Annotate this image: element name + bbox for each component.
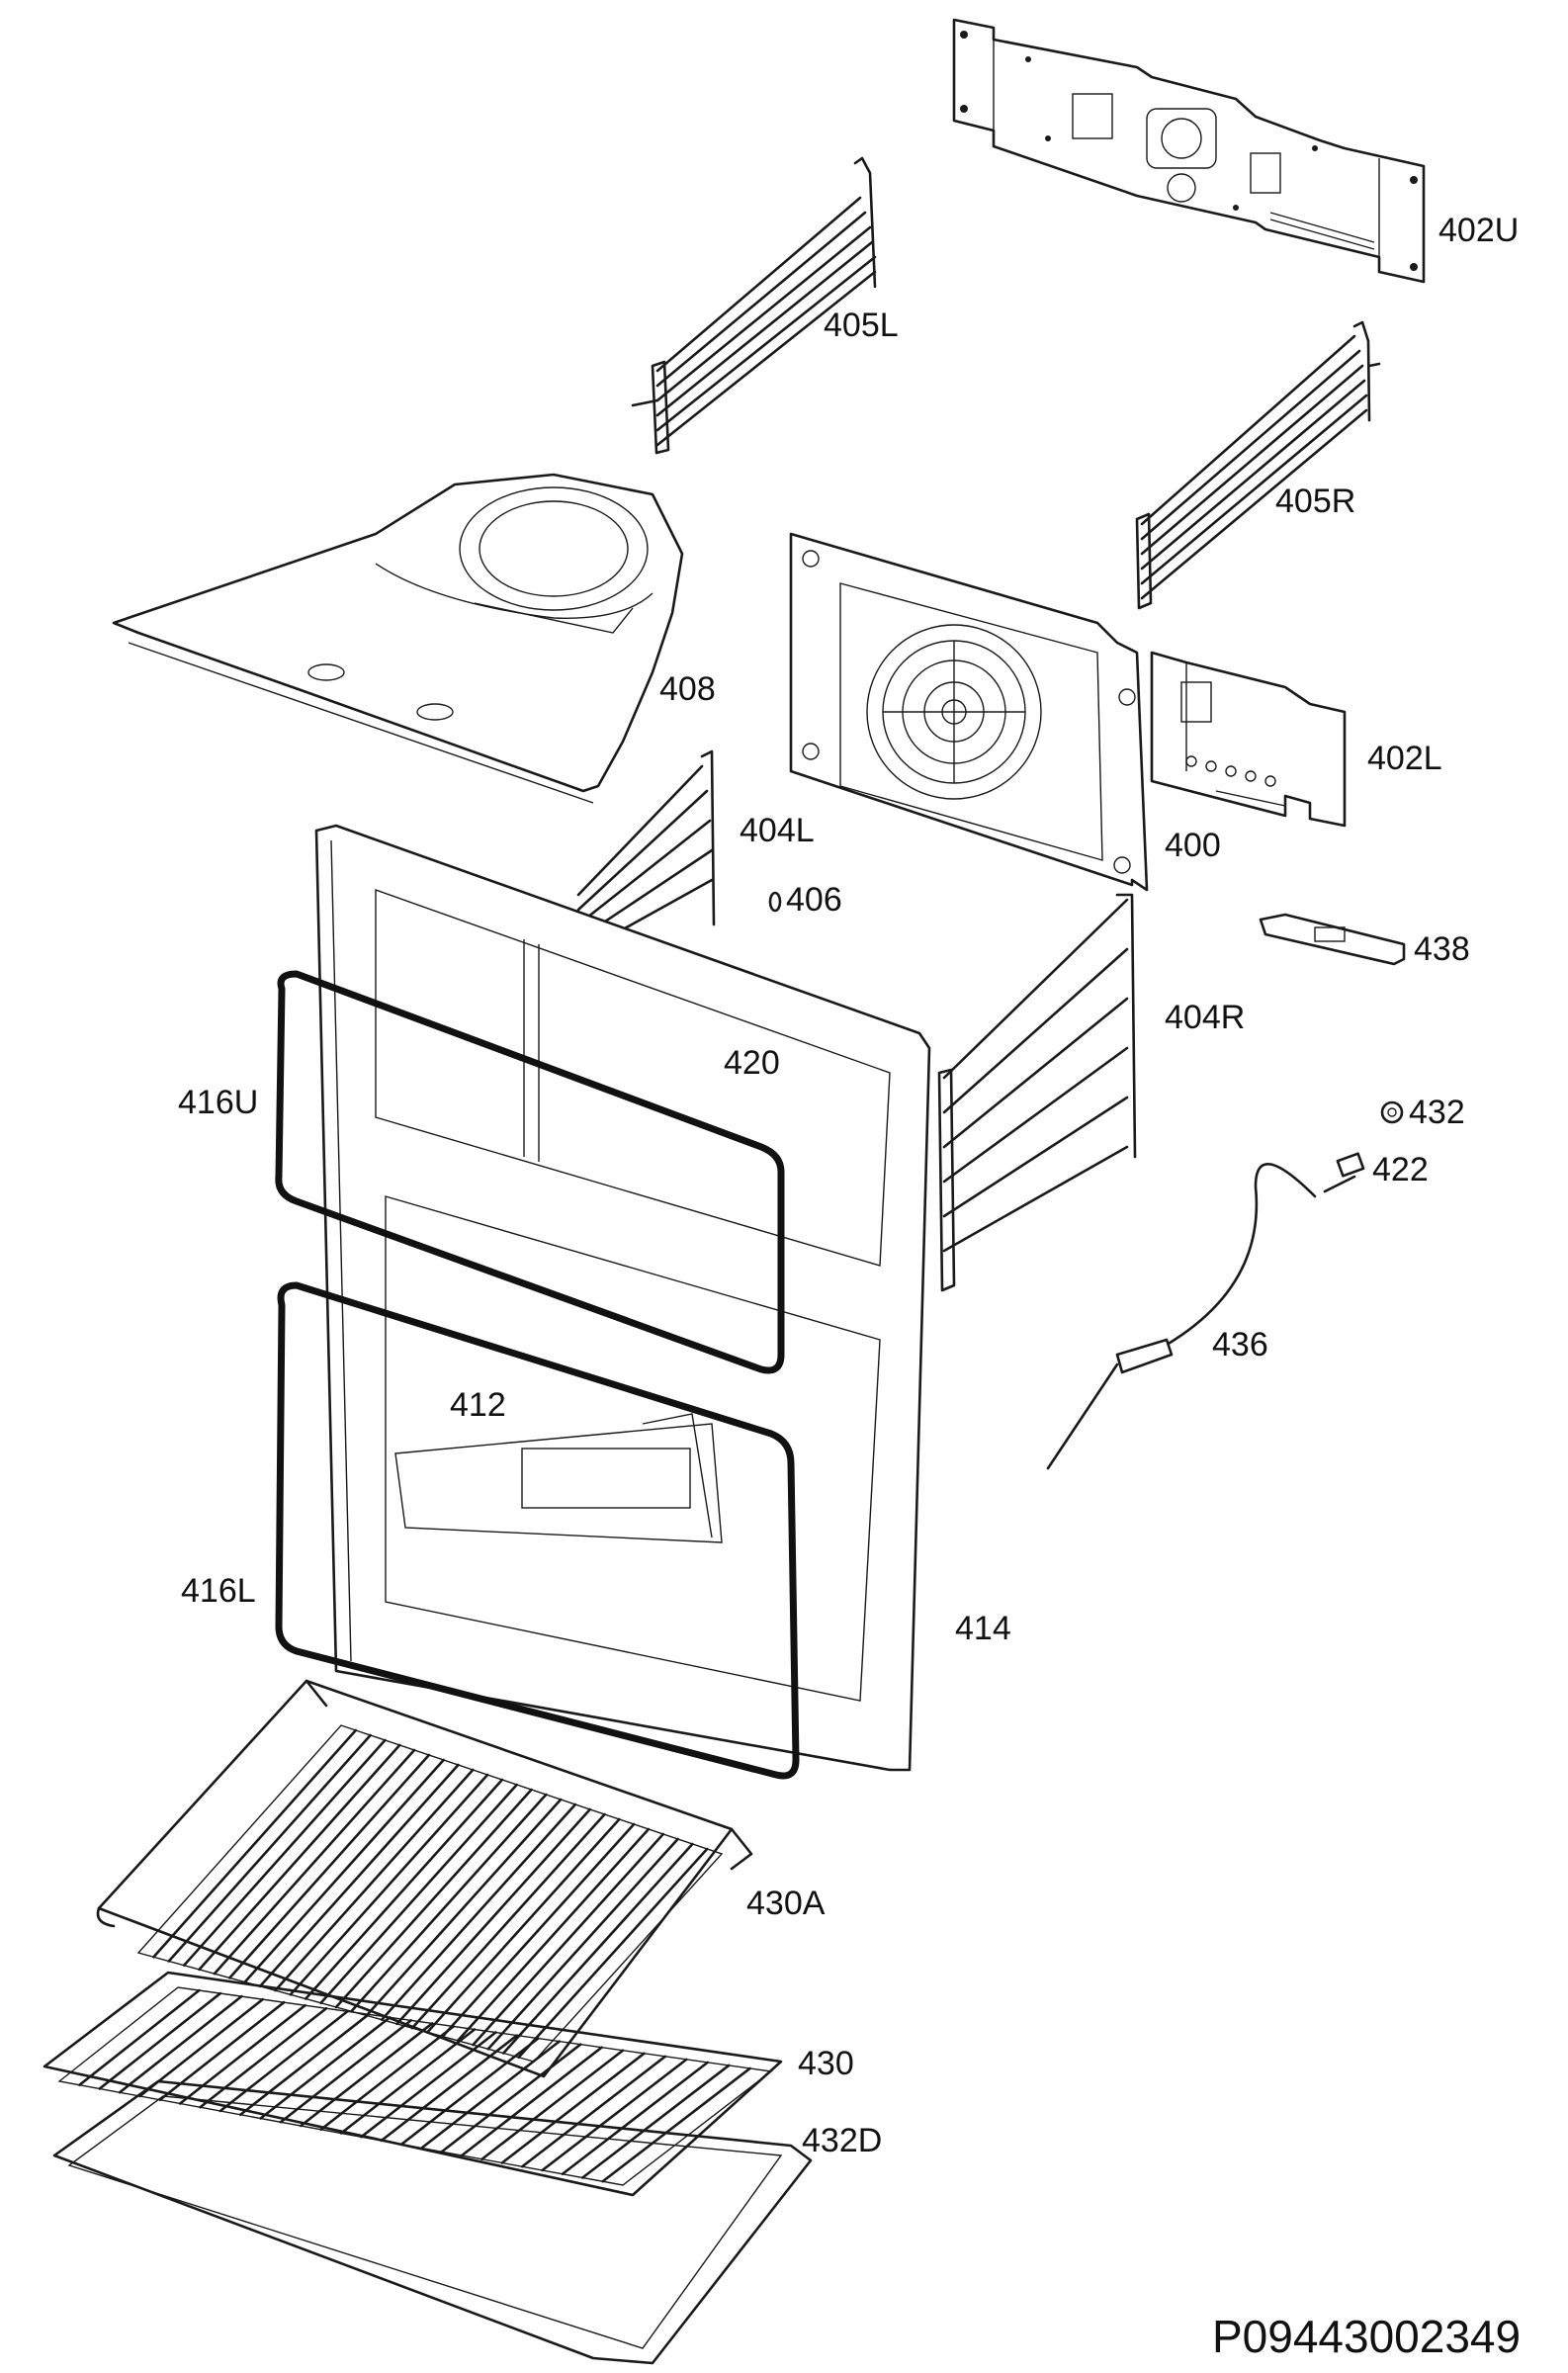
shelf-wire — [319, 2025, 455, 2132]
shelf-wire — [350, 1793, 548, 2013]
shelf-wire — [441, 1822, 636, 2038]
part-436-meat-probe — [1046, 1162, 1356, 1470]
part-430A-wire-shelf — [96, 1679, 753, 2078]
shelf-wire — [365, 1798, 563, 2017]
label-438: 438 — [1414, 930, 1470, 968]
shelf-wire — [360, 2031, 497, 2139]
part-432-knob — [1380, 1100, 1404, 1124]
label-416L: 416L — [181, 1572, 256, 1610]
shelf-wire — [456, 1827, 651, 2043]
shelf-wire — [399, 2037, 540, 2147]
shelf-wire — [138, 1997, 265, 2098]
document-code: P09443002349 — [1212, 2311, 1522, 2362]
label-414: 414 — [955, 1610, 1011, 1647]
shelf-wire — [472, 1832, 665, 2047]
shelf-wire — [520, 2055, 667, 2168]
label-404L: 404L — [740, 812, 815, 849]
shelf-wire — [420, 2040, 562, 2150]
part-402L-lower-bracket — [1150, 651, 1347, 828]
label-430A: 430A — [746, 1885, 826, 1922]
label-432D: 432D — [802, 2122, 883, 2159]
part-405R-side-rack — [1135, 320, 1381, 610]
shelf-wire — [426, 1817, 621, 2034]
shelf-wire — [78, 1988, 201, 2087]
shelf-wire — [580, 2064, 731, 2179]
label-432: 432 — [1409, 1094, 1465, 1131]
shelf-wire — [395, 1807, 592, 2026]
shelf-wire — [460, 2046, 603, 2157]
label-405R: 405R — [1275, 483, 1356, 520]
part-405L-side-rack — [631, 156, 877, 455]
shelf-wire — [380, 1802, 577, 2021]
label-430: 430 — [798, 2045, 854, 2082]
shelf-wire — [601, 2066, 751, 2183]
shelf-wire — [118, 1994, 243, 2094]
part-404R-side-rack — [937, 893, 1137, 1292]
shelf-wire — [279, 2019, 413, 2124]
shelf-wire — [289, 1773, 489, 1996]
shelf-wire — [167, 1733, 372, 1963]
shelf-wire — [334, 1788, 533, 2009]
part-438-bracket — [1259, 913, 1406, 966]
label-406: 406 — [786, 881, 842, 919]
part-414-oven-frame — [314, 824, 931, 1772]
shelf-wire — [319, 1783, 518, 2005]
label-404R: 404R — [1165, 999, 1246, 1036]
shelf-wire — [486, 1837, 679, 2051]
shelf-wire — [238, 2013, 371, 2117]
shelf-wire — [199, 2006, 328, 2109]
label-436: 436 — [1212, 1326, 1268, 1363]
shelf-wire — [152, 1728, 358, 1959]
part-430-wire-shelf — [43, 1971, 783, 2197]
part-432D-baking-tray — [52, 2079, 813, 2365]
label-408: 408 — [659, 670, 716, 708]
shelf-wire — [480, 2049, 625, 2161]
label-422: 422 — [1372, 1151, 1429, 1188]
shelf-wire — [541, 2058, 688, 2172]
shelf-wire — [501, 1842, 694, 2055]
label-400: 400 — [1165, 827, 1221, 864]
label-416U: 416U — [178, 1084, 259, 1121]
shelf-wire — [178, 2003, 306, 2105]
shelf-wire — [274, 1768, 475, 1992]
label-420: 420 — [724, 1044, 780, 1082]
shelf-wire — [218, 2009, 349, 2113]
shelf-wire — [410, 1812, 606, 2030]
part-406-screw — [768, 891, 782, 913]
shelf-wire — [182, 1738, 387, 1967]
shelf-wire — [213, 1748, 416, 1976]
part-408-top-shroud — [112, 473, 684, 804]
label-402U: 402U — [1438, 212, 1520, 249]
shelf-wire — [98, 1991, 222, 2090]
shelf-wire — [339, 2028, 477, 2135]
shelf-wire — [259, 2016, 392, 2120]
part-400-fan-panel — [789, 532, 1149, 892]
shelf-wire — [517, 1847, 709, 2060]
part-404L-side-rack — [576, 749, 716, 956]
label-405L: 405L — [824, 307, 899, 344]
shelf-wire — [258, 1763, 460, 1988]
part-412-inner-frame — [394, 1413, 723, 1543]
shelf-wire — [500, 2052, 646, 2164]
shelf-wire — [228, 1753, 431, 1979]
label-402L: 402L — [1367, 740, 1442, 777]
shelf-wire — [158, 2000, 286, 2102]
part-422-sensor — [1336, 1152, 1365, 1178]
shelf-wire — [299, 2022, 434, 2128]
shelf-wire — [561, 2061, 710, 2176]
shelf-wire — [440, 2043, 582, 2153]
part-402U-upper-bracket — [952, 18, 1426, 284]
shelf-wire — [304, 1778, 504, 2000]
part-416U-door-gasket — [275, 970, 785, 1374]
shelf-wire — [243, 1758, 445, 1983]
shelf-wire — [380, 2034, 519, 2143]
part-416L-door-gasket — [275, 1281, 800, 1780]
label-412: 412 — [450, 1386, 506, 1424]
shelf-wire — [198, 1743, 401, 1972]
